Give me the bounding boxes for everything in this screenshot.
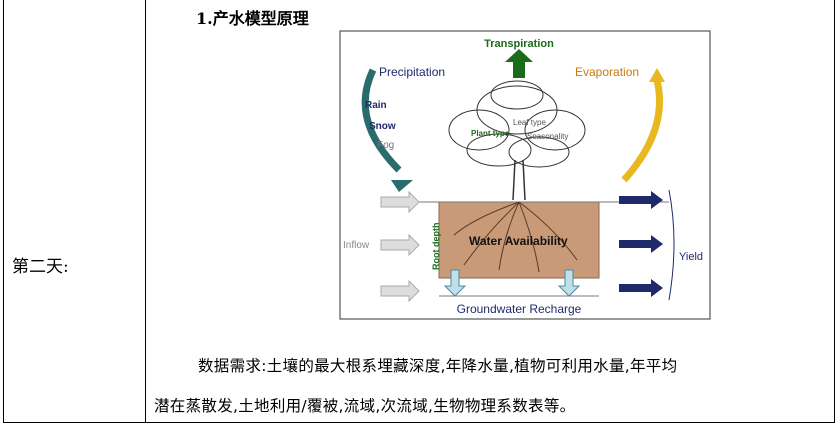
rain-label: Rain	[365, 100, 387, 111]
transpiration-arrow	[505, 49, 533, 78]
recharge-arrows	[443, 269, 581, 297]
diagram-svg: Transpiration Precipitation Rain Snow Fo…	[339, 30, 711, 320]
evaporation-label: Evaporation	[575, 65, 639, 79]
section-heading: 1.产水模型原理	[196, 9, 309, 28]
water-availability-label: Water Availability	[469, 234, 568, 248]
tree-canopy	[448, 80, 586, 168]
tree-roots	[453, 201, 578, 273]
snow-label: Snow	[369, 121, 396, 132]
inflow-arrows	[380, 190, 420, 303]
evaporation-arrow	[621, 79, 663, 183]
inflow-label: Inflow	[343, 240, 370, 251]
precipitation-arrowhead	[391, 180, 413, 192]
root-depth-label: Root depth	[431, 223, 441, 271]
yield-label: Yield	[679, 251, 703, 263]
yield-arrows	[619, 191, 663, 297]
leaf-type-label: Leaf type	[513, 118, 546, 127]
seasonality-label: Seasonality	[527, 132, 568, 141]
plant-type-label: Plant type	[471, 129, 510, 138]
transpiration-label: Transpiration	[484, 38, 554, 50]
tree-trunk	[512, 159, 526, 201]
column-divider	[145, 0, 146, 423]
soil-block	[438, 201, 600, 279]
evaporation-arrowhead	[649, 68, 665, 82]
diagram-frame	[339, 30, 711, 320]
paragraph-line-2: 潜在蒸散发,土地利用/覆被,流域,次流域,生物物理系数表等。	[154, 397, 576, 415]
yield-brace	[668, 189, 675, 301]
precipitation-arrow	[361, 68, 402, 173]
paragraph-line-1: 数据需求:土壤的最大根系埋藏深度,年降水量,植物可利用水量,年平均	[198, 357, 678, 375]
precipitation-label: Precipitation	[379, 65, 445, 79]
day-label: 第二天:	[12, 257, 69, 277]
fog-label: Fog	[377, 140, 394, 151]
water-yield-diagram: Transpiration Precipitation Rain Snow Fo…	[339, 30, 711, 320]
groundwater-recharge-label: Groundwater Recharge	[457, 302, 582, 316]
